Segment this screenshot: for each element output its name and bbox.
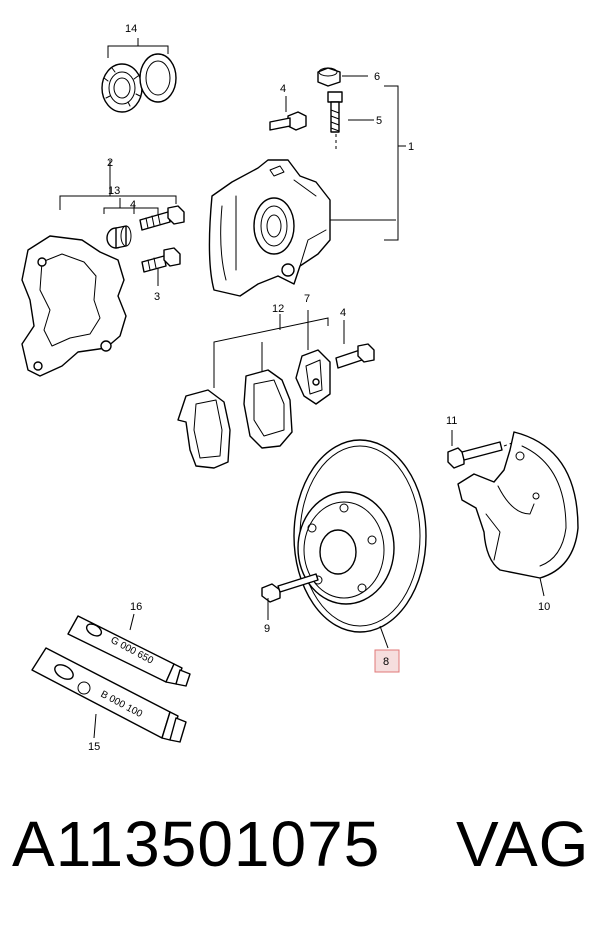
callout-1[interactable]: 1 [408, 141, 414, 153]
callout-11[interactable]: 11 [446, 415, 457, 427]
part-4-bolt-top [269, 96, 307, 131]
part-7-spring-plate [295, 310, 331, 405]
callout-14[interactable]: 14 [125, 23, 137, 35]
part-number: A113501075 [12, 808, 381, 880]
brake-exploded-diagram: G 000 650 B 000 100 14 6 4 5 1 2 13 4 3 … [21, 23, 579, 753]
callout-6[interactable]: 6 [374, 71, 380, 83]
callout-4-pads[interactable]: 4 [340, 307, 346, 319]
brand-name: VAG [456, 808, 590, 880]
callout-8[interactable]: 8 [383, 656, 389, 668]
part-13-guide-bushing [103, 198, 159, 249]
part-16-grease-tube: G 000 650 [67, 613, 191, 687]
callout-8-highlight[interactable]: 8 [374, 649, 400, 673]
callout-16[interactable]: 16 [130, 601, 142, 613]
part-12-brake-pads [177, 314, 329, 469]
part-14-seal-kit [101, 38, 177, 113]
callout-9[interactable]: 9 [264, 623, 270, 635]
callout-15[interactable]: 15 [88, 741, 100, 753]
part-5-bleeder-valve [327, 91, 374, 150]
part-3-bolt [141, 247, 181, 286]
part-4-guide-pin [133, 204, 185, 231]
part-6-dust-cap [317, 67, 368, 87]
callout-2[interactable]: 2 [107, 157, 113, 169]
callout-5[interactable]: 5 [376, 115, 382, 127]
callout-4-top[interactable]: 4 [280, 83, 286, 95]
callout-13[interactable]: 13 [108, 185, 120, 197]
part-11-bolt [447, 430, 521, 469]
part-2-caliper-carrier [21, 160, 177, 377]
callout-10[interactable]: 10 [538, 601, 550, 613]
part-9-screw [261, 573, 319, 620]
part-10-splash-shield [457, 431, 579, 597]
callout-12[interactable]: 12 [272, 303, 284, 315]
callout-3[interactable]: 3 [154, 291, 160, 303]
part-4-bolt-pads [335, 320, 375, 369]
callout-4-guide[interactable]: 4 [130, 199, 136, 211]
part-8-brake-disc [293, 439, 427, 649]
callout-7[interactable]: 7 [304, 293, 310, 305]
part-1-caliper-housing [208, 85, 406, 297]
